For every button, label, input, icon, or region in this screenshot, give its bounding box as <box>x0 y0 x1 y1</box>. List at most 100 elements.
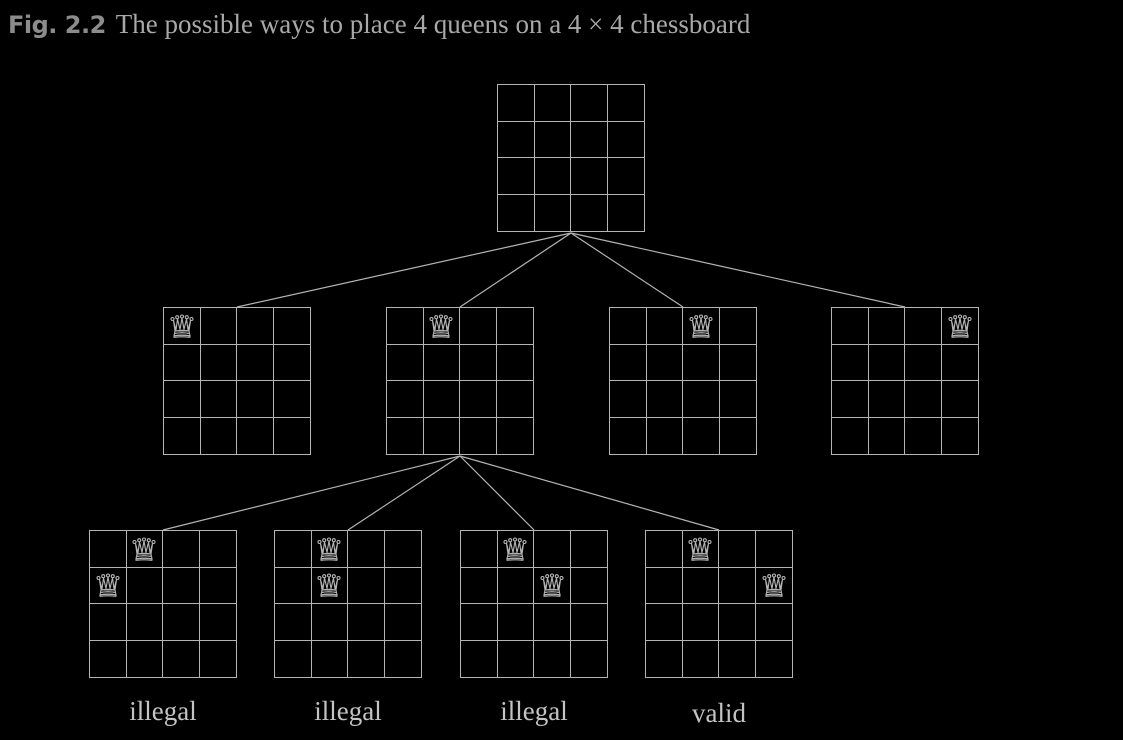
board-cell <box>311 604 348 641</box>
edge-root-to-board-4 <box>570 232 906 308</box>
board-cell <box>423 381 460 418</box>
board-cell <box>311 567 348 604</box>
board-status-label: illegal <box>314 696 382 726</box>
board-cell <box>868 344 905 381</box>
board-cell <box>496 345 533 381</box>
board-cell <box>498 85 535 122</box>
level2-board-2 <box>274 530 422 678</box>
board-cell <box>387 381 424 418</box>
board-cell <box>164 417 201 454</box>
board-cell <box>200 344 237 381</box>
board-cell <box>570 531 607 568</box>
board-cell <box>646 604 683 641</box>
board-cell <box>832 417 869 454</box>
board-cell <box>461 640 498 677</box>
board-cell <box>941 381 978 418</box>
board-cell <box>942 418 979 455</box>
board-cell <box>348 567 385 604</box>
board-cell <box>461 567 498 604</box>
board-cell <box>607 158 644 195</box>
board-cell <box>610 381 647 418</box>
board-cell <box>163 604 200 641</box>
board-cell <box>682 531 719 568</box>
board-cell <box>424 417 460 454</box>
board-cell <box>312 640 348 677</box>
board-cell <box>941 308 978 345</box>
board-cell <box>646 381 683 418</box>
board-cell <box>273 381 310 418</box>
board-cell <box>571 641 608 678</box>
board-cell <box>460 381 497 418</box>
board-cell <box>200 308 237 345</box>
board-cell <box>607 85 644 122</box>
level1-board-2 <box>386 307 534 455</box>
board-cell <box>683 344 720 381</box>
board-cell <box>905 381 942 418</box>
board-cell <box>682 567 719 604</box>
board-cell <box>126 567 163 604</box>
board-cell <box>571 194 608 231</box>
board-status-label: illegal <box>129 696 197 726</box>
board-cell <box>387 308 424 345</box>
board-cell <box>275 531 312 568</box>
board-cell <box>90 640 127 677</box>
board-cell <box>570 604 607 641</box>
root-board <box>497 84 645 232</box>
chess-queen-icon <box>95 572 121 598</box>
board-cell <box>385 641 422 678</box>
board-cell <box>535 194 571 231</box>
edge-board-2-to-child-4 <box>459 455 720 531</box>
board-cell <box>498 640 534 677</box>
board-cell <box>275 640 312 677</box>
chess-queen-icon <box>688 313 714 339</box>
board-cell <box>534 85 571 122</box>
board-cell <box>127 640 163 677</box>
edge-root-to-board-1 <box>236 232 572 308</box>
board-cell <box>273 345 310 381</box>
board-cell <box>498 158 535 195</box>
board-cell <box>126 604 163 641</box>
board-cell <box>496 308 533 345</box>
board-cell <box>237 381 274 418</box>
board-cell <box>683 308 720 345</box>
board-cell <box>646 308 683 345</box>
board-cell <box>646 344 683 381</box>
board-cell <box>608 195 645 232</box>
board-cell <box>719 308 756 345</box>
board-cell <box>273 308 310 345</box>
board-cell <box>832 308 869 345</box>
board-cell <box>199 568 236 604</box>
board-cell <box>905 344 942 381</box>
board-cell <box>534 531 571 568</box>
chess-queen-icon <box>428 313 454 339</box>
board-cell <box>683 640 719 677</box>
board-cell <box>534 158 571 195</box>
board-status-label: illegal <box>500 696 568 726</box>
chess-queen-icon <box>539 572 565 598</box>
board-cell <box>682 604 719 641</box>
board-cell <box>905 308 942 345</box>
board-cell <box>497 567 534 604</box>
board-cell <box>201 417 237 454</box>
board-cell <box>126 531 163 568</box>
level2-board-1 <box>89 530 237 678</box>
board-cell <box>683 381 720 418</box>
board-cell <box>755 568 792 604</box>
board-cell <box>423 344 460 381</box>
board-cell <box>832 381 869 418</box>
board-cell <box>237 417 274 454</box>
board-cell <box>719 567 756 604</box>
edge-root-to-board-3 <box>570 232 684 308</box>
figure-label: Fig. 2.2 <box>8 11 106 39</box>
board-cell <box>534 567 571 604</box>
board-cell <box>164 381 201 418</box>
board-cell <box>348 640 385 677</box>
board-status-label: valid <box>692 698 746 728</box>
chess-queen-icon <box>316 536 342 562</box>
board-cell <box>90 604 127 641</box>
board-cell <box>163 567 200 604</box>
board-cell <box>275 567 312 604</box>
level2-board-3 <box>460 530 608 678</box>
edge-board-2-to-child-2 <box>347 455 461 531</box>
